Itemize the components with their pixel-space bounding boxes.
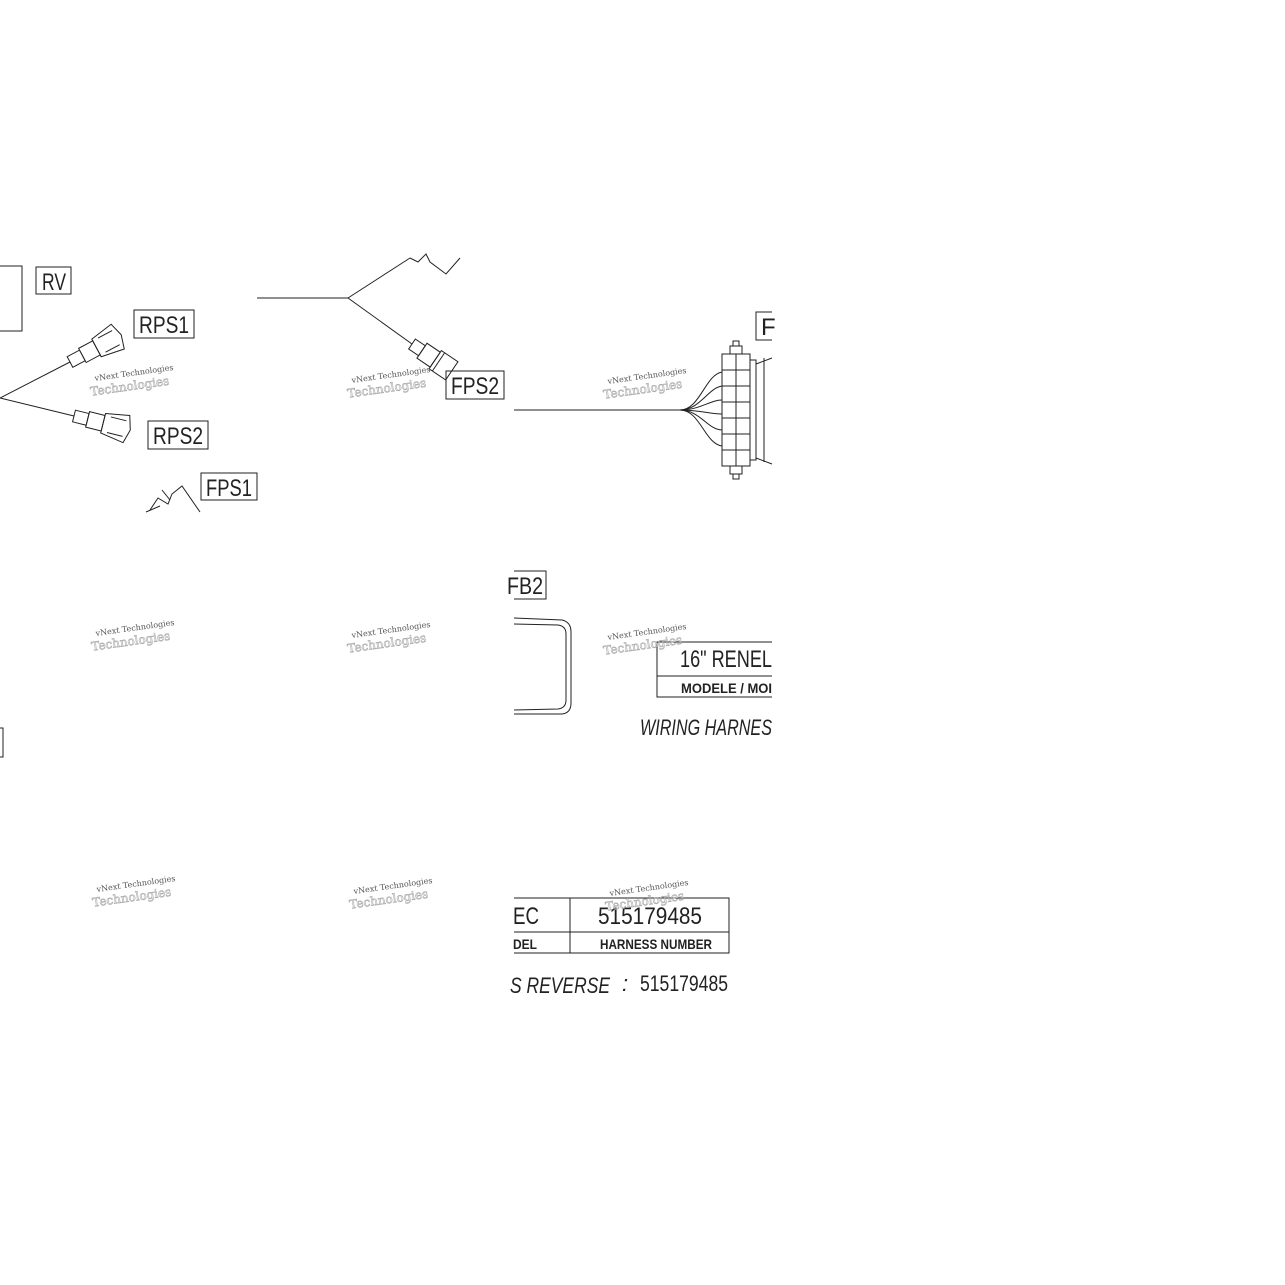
spec-cell: EC	[513, 903, 539, 930]
watermarks: vNext Technologies Technologies vNext Te…	[89, 363, 689, 914]
watermark: vNext Technologies Technologies	[346, 620, 431, 656]
harness-number-cell: 515179485	[598, 903, 702, 930]
watermark: vNext Technologies Technologies	[90, 618, 175, 654]
rounded-component-outline	[513, 617, 572, 715]
wire-upper-branch	[347, 257, 411, 299]
watermark: vNext Technologies Technologies	[346, 365, 431, 401]
rps2-connector	[71, 409, 131, 444]
fps2-label: FPS2	[451, 373, 499, 400]
reverse-number: 515179485	[640, 971, 728, 996]
fps1-connector	[145, 485, 201, 513]
wire-rps1	[0, 361, 71, 399]
f-multipin-connector	[721, 340, 773, 480]
f-label-box	[755, 311, 772, 341]
fb2-label: FB2	[507, 573, 543, 600]
rps1-connector	[66, 323, 125, 368]
fb2-label-box	[514, 570, 547, 600]
partial-component-outline-lower	[0, 727, 4, 758]
f-label: F	[761, 314, 776, 341]
fps2-label-box	[445, 370, 505, 400]
partial-component-outline	[0, 265, 23, 332]
rv-label-box	[35, 266, 72, 295]
watermark: vNext Technologies Technologies	[348, 876, 433, 912]
model-label-cell: MODELE / MOI	[681, 680, 772, 696]
middle-panel: FPS2	[257, 253, 505, 400]
model-name-cell: 16" RENEL	[680, 646, 772, 673]
fps1-label-box	[200, 472, 258, 501]
right-panel: F FB2 16" RENEL MODELE / MOI WIRING HARN…	[507, 311, 776, 998]
rps1-label-box	[133, 309, 195, 339]
multiplug-fanout	[679, 371, 723, 447]
watermark: vNext Technologies Technologies	[602, 366, 687, 402]
lower-title-block: EC 515179485 DEL HARNESS NUMBER	[513, 897, 730, 954]
rps2-label: RPS2	[153, 423, 203, 450]
rps2-label-box	[147, 420, 209, 450]
wiring-harness-title: WIRING HARNES	[640, 715, 772, 740]
top-connector-fragment	[409, 253, 461, 275]
reverse-title: S REVERSE	[510, 973, 610, 998]
wire-fps2-branch	[347, 297, 413, 345]
rv-label: RV	[42, 269, 66, 296]
watermark: vNext Technologies Technologies	[604, 878, 689, 914]
reverse-colon: :	[622, 971, 628, 996]
rounded-component-inner	[513, 623, 567, 711]
model-cell: DEL	[513, 936, 537, 952]
watermark: vNext Technologies Technologies	[602, 622, 687, 658]
left-panel: RV RPS1 RPS2	[0, 265, 258, 758]
upper-title-block: 16" RENEL MODELE / MOI	[656, 641, 772, 698]
rps1-label: RPS1	[139, 312, 189, 339]
harness-number-label: HARNESS NUMBER	[600, 936, 712, 952]
watermark: vNext Technologies Technologies	[89, 363, 174, 399]
fps1-label: FPS1	[206, 475, 252, 502]
wire-rps2	[0, 397, 75, 417]
watermark: vNext Technologies Technologies	[91, 874, 176, 910]
